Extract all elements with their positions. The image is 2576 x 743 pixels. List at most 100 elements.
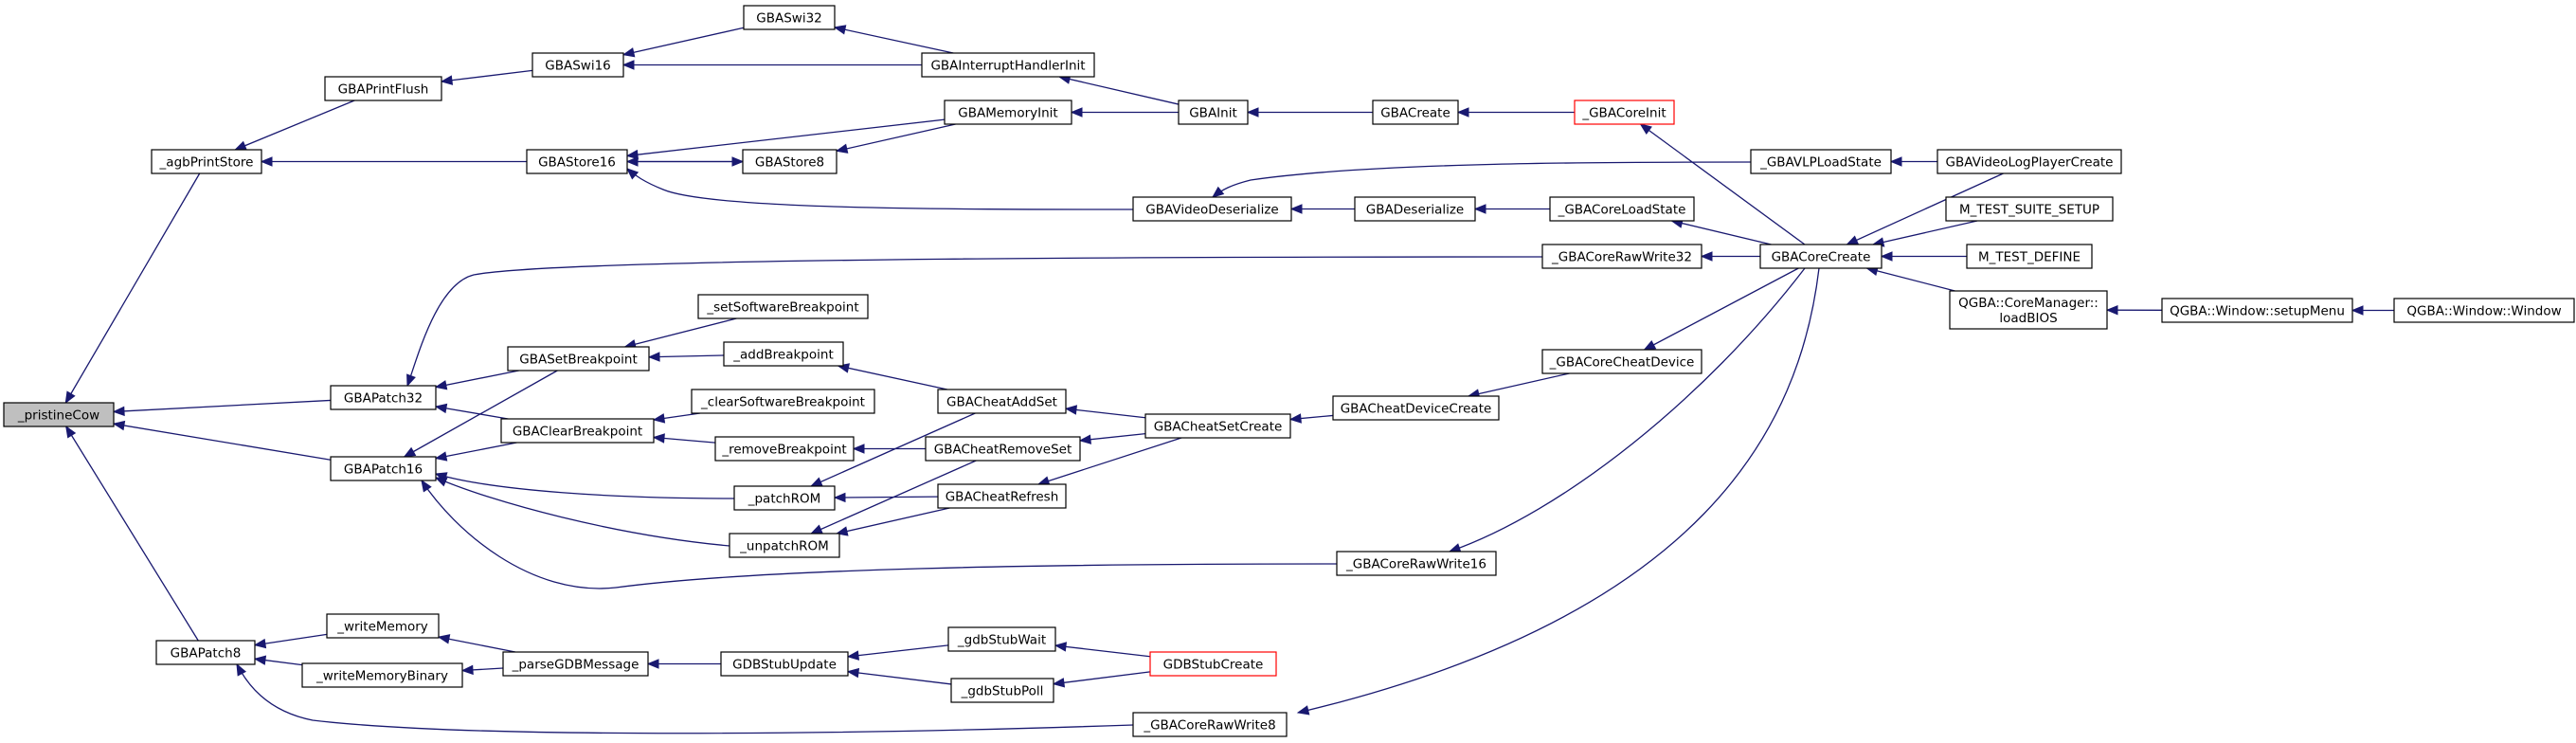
node-GBACheatRefresh[interactable]: GBACheatRefresh [937, 483, 1067, 509]
edge-writeMemory-to-GBAPatch8 [253, 633, 328, 649]
node-clearSoftwareBreakpoint[interactable]: _clearSoftwareBreakpoint [691, 389, 875, 414]
node-GBAVLPLoadState[interactable]: _GBAVLPLoadState [1750, 149, 1892, 174]
node-GBACheatRemoveSet[interactable]: GBACheatRemoveSet [925, 436, 1081, 462]
node-box [723, 341, 844, 367]
node-label: GBACheatDeviceCreate [1341, 402, 1492, 417]
node-GBAVideoDeserialize[interactable]: GBAVideoDeserialize [1132, 196, 1292, 222]
nodes-layer: _pristineCow_agbPrintStoreGBAPrintFlushG… [3, 5, 2575, 737]
node-GBACoreCreate[interactable]: GBACoreCreate [1759, 244, 1882, 269]
edge-GBACoreCreate-to-GBACoreInit [1639, 123, 1806, 245]
node-label: GBAPatch32 [344, 391, 423, 407]
edge-GBAVideoLogPlayerCreate-to-GBACoreCreate [1846, 172, 2004, 245]
node-GBAMemoryInit[interactable]: GBAMemoryInit [944, 100, 1072, 125]
node-label: GBAStore16 [538, 155, 616, 171]
edge-GBAInit-to-GBAMemoryInit [1070, 107, 1179, 118]
edge-GBAMemoryInit-to-GBAStore8 [835, 123, 956, 154]
node-GBACoreRawWrite32[interactable]: _GBACoreRawWrite32 [1541, 244, 1702, 269]
node-GBASwi16[interactable]: GBASwi16 [531, 52, 624, 78]
node-GDBStubCreate[interactable]: GDBStubCreate [1149, 651, 1277, 677]
node-setupMenu[interactable]: QGBA::Window::setupMenu [2161, 298, 2353, 323]
edge-clearSoftwareBreakpoint-to-GBAClearBreakpoint [652, 412, 701, 424]
node-GBACheatDeviceCreate[interactable]: GBACheatDeviceCreate [1332, 395, 1500, 421]
node-GBAVideoLogPlayerCreate[interactable]: GBAVideoLogPlayerCreate [1937, 149, 2122, 174]
node-GBACoreCheatDevice[interactable]: _GBACoreCheatDevice [1541, 349, 1702, 374]
node-label: _gdbStubWait [957, 633, 1046, 648]
node-GBAStore8[interactable]: GBAStore8 [742, 149, 838, 174]
node-GBAPatch32[interactable]: GBAPatch32 [330, 385, 437, 410]
node-GBAStore16[interactable]: GBAStore16 [526, 149, 628, 174]
node-GBASwi32[interactable]: GBASwi32 [743, 5, 836, 30]
node-GBACoreRawWrite8[interactable]: _GBACoreRawWrite8 [1132, 712, 1288, 737]
node-MTestSuiteSetup[interactable]: M_TEST_SUITE_SETUP [1945, 196, 2114, 222]
node-label: _setSoftwareBreakpoint [706, 300, 858, 316]
node-setSoftwareBreakpoint[interactable]: _setSoftwareBreakpoint [697, 294, 869, 319]
edge-GBAClearBreakpoint-to-GBAPatch32 [434, 403, 509, 420]
node-label: _writeMemory [336, 620, 428, 635]
node-loadBIOS[interactable]: QGBA::CoreManager::loadBIOS [1949, 290, 2108, 330]
node-label: _GBACoreCheatDevice [1549, 355, 1695, 371]
edge-GBACheatAddSet-to-addBreakpoint [837, 363, 948, 390]
node-GBADeserialize[interactable]: GBADeserialize [1354, 196, 1476, 222]
node-GBAPatch16[interactable]: GBAPatch16 [330, 456, 437, 481]
node-addBreakpoint[interactable]: _addBreakpoint [723, 341, 844, 367]
node-gdbStubPoll[interactable]: _gdbStubPoll [950, 678, 1054, 703]
node-box [1549, 196, 1695, 222]
node-box [1354, 196, 1476, 222]
node-gdbStubWait[interactable]: _gdbStubWait [947, 626, 1056, 652]
edge-GBAPatch16-to-pristineCow [112, 420, 332, 461]
node-label: QGBA::Window::setupMenu [2170, 304, 2345, 319]
node-GDBStubUpdate[interactable]: GDBStubUpdate [720, 651, 849, 677]
node-removeBreakpoint[interactable]: _removeBreakpoint [714, 436, 855, 462]
node-box [925, 436, 1081, 462]
node-GBACoreRawWrite16[interactable]: _GBACoreRawWrite16 [1336, 551, 1497, 576]
node-GBAPrintFlush[interactable]: GBAPrintFlush [324, 76, 442, 101]
node-label: GBACheatRemoveSet [934, 443, 1072, 458]
node-Window[interactable]: QGBA::Window::Window [2393, 298, 2575, 323]
node-label: _gdbStubPoll [961, 684, 1044, 699]
node-label: _unpatchROM [739, 539, 829, 554]
node-unpatchROM[interactable]: _unpatchROM [729, 533, 840, 558]
node-agbPrintStore[interactable]: _agbPrintStore [151, 149, 262, 174]
node-GBAClearBreakpoint[interactable]: GBAClearBreakpoint [500, 418, 655, 444]
node-box [3, 402, 115, 427]
node-GBACreate[interactable]: GBACreate [1372, 100, 1459, 125]
node-box [714, 436, 855, 462]
node-box [1132, 712, 1288, 737]
edge-GBACoreCreate-to-GBACoreRawWrite16 [1448, 267, 1806, 553]
node-label: QGBA::Window::Window [2406, 304, 2561, 319]
node-GBACoreInit[interactable]: _GBACoreInit [1574, 100, 1675, 125]
node-label: _GBACoreInit [1581, 106, 1666, 121]
node-label: _pristineCow [17, 408, 99, 424]
edge-GDBStubUpdate-to-parseGDBMessage [646, 659, 721, 669]
node-pristineCow[interactable]: _pristineCow [3, 402, 115, 427]
node-GBACheatAddSet[interactable]: GBACheatAddSet [937, 389, 1067, 414]
node-label: GBACheatSetCreate [1154, 420, 1283, 435]
node-GBAInit[interactable]: GBAInit [1178, 100, 1249, 125]
edge-GBAPatch8-to-pristineCow [65, 425, 199, 642]
node-box [507, 346, 650, 372]
node-writeMemory[interactable]: _writeMemory [326, 613, 440, 639]
node-GBACoreLoadState[interactable]: _GBACoreLoadState [1549, 196, 1695, 222]
node-GBASetBreakpoint[interactable]: GBASetBreakpoint [507, 346, 650, 372]
edge-GDBStubCreate-to-gdbStubWait [1054, 642, 1151, 658]
node-label: M_TEST_SUITE_SETUP [1959, 203, 2099, 218]
node-box [2393, 298, 2575, 323]
node-GBAPatch8[interactable]: GBAPatch8 [155, 640, 256, 665]
node-patchROM[interactable]: _patchROM [733, 485, 836, 511]
node-label: _agbPrintStore [159, 155, 254, 171]
node-label: _writeMemoryBinary [315, 669, 448, 684]
node-MTestDefine[interactable]: M_TEST_DEFINE [1966, 244, 2093, 269]
node-box [697, 294, 869, 319]
node-box [1574, 100, 1675, 125]
node-label: GBACoreCreate [1772, 250, 1871, 265]
node-label: GBAVideoDeserialize [1145, 203, 1278, 218]
edge-GBAClearBreakpoint-to-GBAPatch16 [434, 442, 517, 462]
node-box [330, 456, 437, 481]
edge-GBAVideoDeserialize-to-GBAStore16 [626, 168, 1134, 210]
node-parseGDBMessage[interactable]: _parseGDBMessage [502, 651, 649, 677]
edge-GBACoreCheatDevice-to-GBACheatDeviceCreate [1467, 372, 1570, 399]
edge-agbPrintStore-to-pristineCow [64, 172, 201, 405]
node-GBAInterruptHandlerInit[interactable]: GBAInterruptHandlerInit [921, 52, 1095, 78]
node-writeMemoryBinary[interactable]: _writeMemoryBinary [301, 662, 463, 688]
node-GBACheatSetCreate[interactable]: GBACheatSetCreate [1144, 413, 1291, 439]
